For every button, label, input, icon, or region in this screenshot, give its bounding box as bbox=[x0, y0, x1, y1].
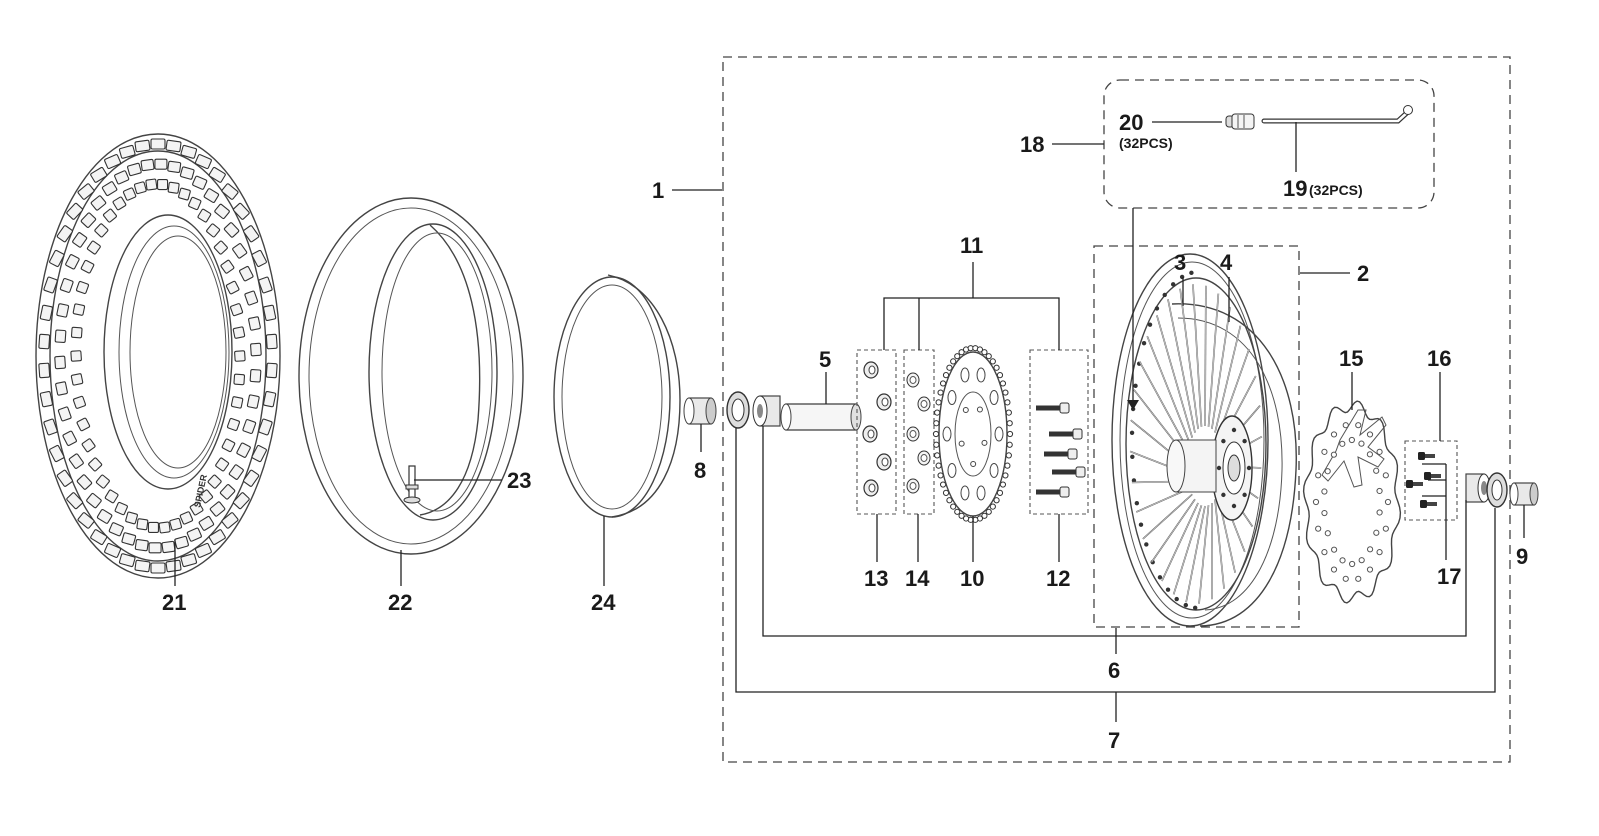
label-part-10: 10 bbox=[960, 566, 984, 591]
sprocket-bolts-part bbox=[1036, 402, 1086, 498]
spacer-left-part bbox=[683, 397, 717, 425]
label-part-14: 14 bbox=[905, 566, 930, 591]
label-part-12: 12 bbox=[1046, 566, 1070, 591]
rim-hub-box bbox=[1093, 245, 1300, 628]
label-part-2: 2 bbox=[1357, 261, 1369, 286]
oil-seal-left-part bbox=[726, 391, 750, 429]
label-part-15: 15 bbox=[1339, 346, 1363, 371]
rim-part bbox=[1111, 253, 1297, 627]
axle-collar-part bbox=[780, 403, 862, 431]
oil-seal-right-part bbox=[1486, 472, 1508, 508]
valve-part bbox=[403, 465, 421, 504]
label-part-19: 19 bbox=[1283, 176, 1307, 201]
label-part-11: 11 bbox=[960, 233, 983, 258]
label-part-9: 9 bbox=[1516, 544, 1528, 569]
bearing-right-part bbox=[1465, 473, 1491, 503]
label-part-6: 6 bbox=[1108, 658, 1120, 683]
brake-disc-part bbox=[1302, 400, 1402, 604]
sprocket-nuts-part bbox=[862, 361, 892, 497]
bearing-left-part bbox=[752, 395, 781, 427]
label-part-16: 16 bbox=[1427, 346, 1451, 371]
label-part-4: 4 bbox=[1220, 250, 1233, 275]
label-part-3: 3 bbox=[1174, 250, 1186, 275]
tire-part: SPIDER bbox=[35, 133, 281, 579]
nuts-box bbox=[856, 349, 897, 515]
label-part-24: 24 bbox=[591, 590, 616, 615]
hub-part bbox=[1166, 415, 1253, 521]
rim-strip-part bbox=[553, 274, 681, 518]
label-part-19-qty: (32PCS) bbox=[1309, 182, 1363, 198]
label-part-22: 22 bbox=[388, 590, 412, 615]
spacer-right-part bbox=[1509, 482, 1539, 506]
spoke-nipple-part bbox=[1225, 113, 1255, 130]
leader-lines bbox=[174, 121, 1525, 722]
label-part-1: 1 bbox=[652, 178, 664, 203]
label-part-23: 23 bbox=[507, 468, 531, 493]
sprocket-part bbox=[932, 345, 1014, 523]
label-part-20: 20 bbox=[1119, 110, 1143, 135]
label-part-7: 7 bbox=[1108, 728, 1120, 753]
label-part-20-qty: (32PCS) bbox=[1119, 135, 1173, 151]
sprocket-washers-part bbox=[906, 372, 931, 494]
label-part-17: 17 bbox=[1437, 564, 1461, 589]
label-part-8: 8 bbox=[694, 458, 706, 483]
disc-bolts-part bbox=[1406, 452, 1441, 508]
disc-bolts-box bbox=[1404, 440, 1458, 521]
inner-tube-part bbox=[298, 197, 524, 555]
spoke-part bbox=[1261, 105, 1413, 124]
label-part-18: 18 bbox=[1020, 132, 1044, 157]
label-part-21: 21 bbox=[162, 590, 186, 615]
label-part-5: 5 bbox=[819, 347, 831, 372]
tire-tread-blocks bbox=[38, 138, 278, 574]
label-part-13: 13 bbox=[864, 566, 888, 591]
wheel-assembly-box bbox=[722, 56, 1511, 763]
